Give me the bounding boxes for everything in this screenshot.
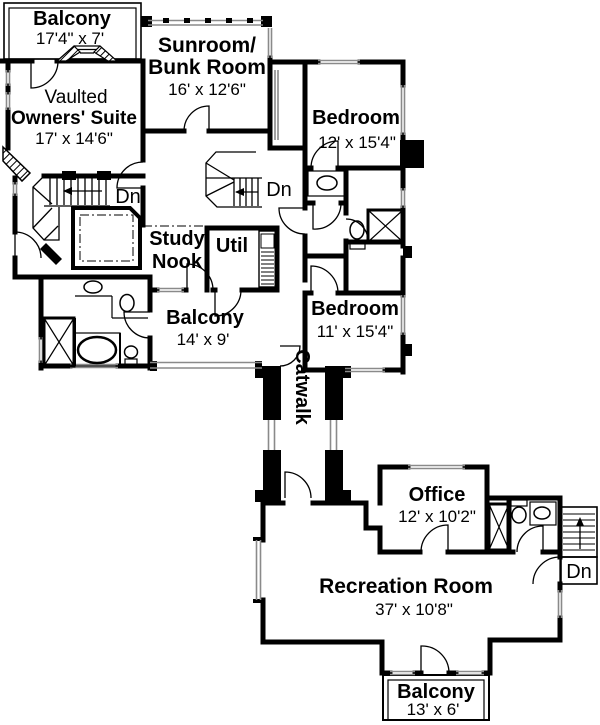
stairs-upper-left-dn: Dn — [115, 186, 141, 208]
toilet-icon — [349, 220, 365, 240]
stairs-central-dn: Dn — [266, 179, 292, 201]
toilet-icon — [123, 345, 139, 359]
sunroom-dims: 16' x 12'6" — [168, 80, 246, 99]
wall-posts — [62, 16, 412, 603]
hall-bath-fixtures — [307, 170, 405, 250]
bedroom-lower-label: Bedroom — [311, 298, 399, 320]
chimney — [400, 140, 424, 168]
owners-suite-label: Owners' Suite — [11, 108, 137, 129]
study-nook-label-2: Nook — [152, 251, 203, 273]
bedroom-upper-label: Bedroom — [312, 107, 400, 129]
toilet-icon — [511, 506, 527, 524]
lower-bath-fixtures — [487, 499, 557, 552]
util-label: Util — [216, 235, 248, 257]
closet-door-leaf — [40, 243, 62, 265]
recreation-label: Recreation Room — [319, 575, 493, 598]
balcony-bottom-dims: 13' x 6' — [407, 700, 460, 719]
sunroom-label-1: Sunroom/ — [158, 34, 256, 57]
balcony-bottom-railing — [382, 674, 490, 721]
balcony-top-dims: 17'4" x 7' — [36, 29, 104, 48]
bay-window — [55, 45, 119, 62]
sunroom-label-2: Bunk Room — [148, 56, 266, 79]
sink-icon — [316, 175, 338, 191]
balcony-mid-dims: 14' x 9' — [177, 330, 230, 349]
sink-icon — [119, 293, 135, 313]
window-mullion-ticks — [163, 18, 253, 23]
stairs-lower-right — [560, 506, 598, 585]
shower-icon — [487, 502, 511, 552]
owners-suite-qualifier: Vaulted — [44, 87, 107, 108]
balcony-top-label: Balcony — [33, 8, 112, 30]
stairs-upper-left — [32, 175, 110, 241]
owners-bath-fixtures — [42, 280, 148, 368]
bedroom-lower-dims: 11' x 15'4" — [317, 322, 393, 341]
room-labels: Balcony 17'4" x 7' Sunroom/ Bunk Room 16… — [11, 8, 592, 719]
walkin-closet — [40, 206, 142, 270]
office-label: Office — [409, 484, 466, 506]
sink-counter — [307, 170, 347, 197]
water-heater-icon — [258, 230, 277, 288]
office-dims: 12' x 10'2" — [398, 507, 476, 526]
owners-suite-dims: 17' x 14'6" — [35, 129, 113, 148]
balcony-mid-label: Balcony — [166, 307, 245, 329]
shower-icon — [366, 208, 405, 244]
bedroom-upper-dims: 12' x 15'4" — [318, 133, 396, 152]
balcony-bottom-label: Balcony — [397, 681, 476, 703]
tub-surround — [74, 332, 121, 367]
sink-icon — [83, 280, 103, 294]
sink-counter — [529, 501, 557, 526]
study-nook-label-1: Study — [149, 228, 205, 250]
sink-icon — [533, 506, 551, 520]
fireplace-icon — [2, 145, 32, 183]
recreation-dims: 37' x 10'8" — [375, 600, 453, 619]
lower-walls — [260, 464, 563, 676]
catwalk-label: Catwalk — [291, 349, 313, 425]
catwalk-walls — [255, 366, 351, 502]
stairs-central — [205, 151, 262, 208]
stairs-lower-right-dn: Dn — [566, 561, 592, 583]
tub-icon — [76, 335, 118, 365]
